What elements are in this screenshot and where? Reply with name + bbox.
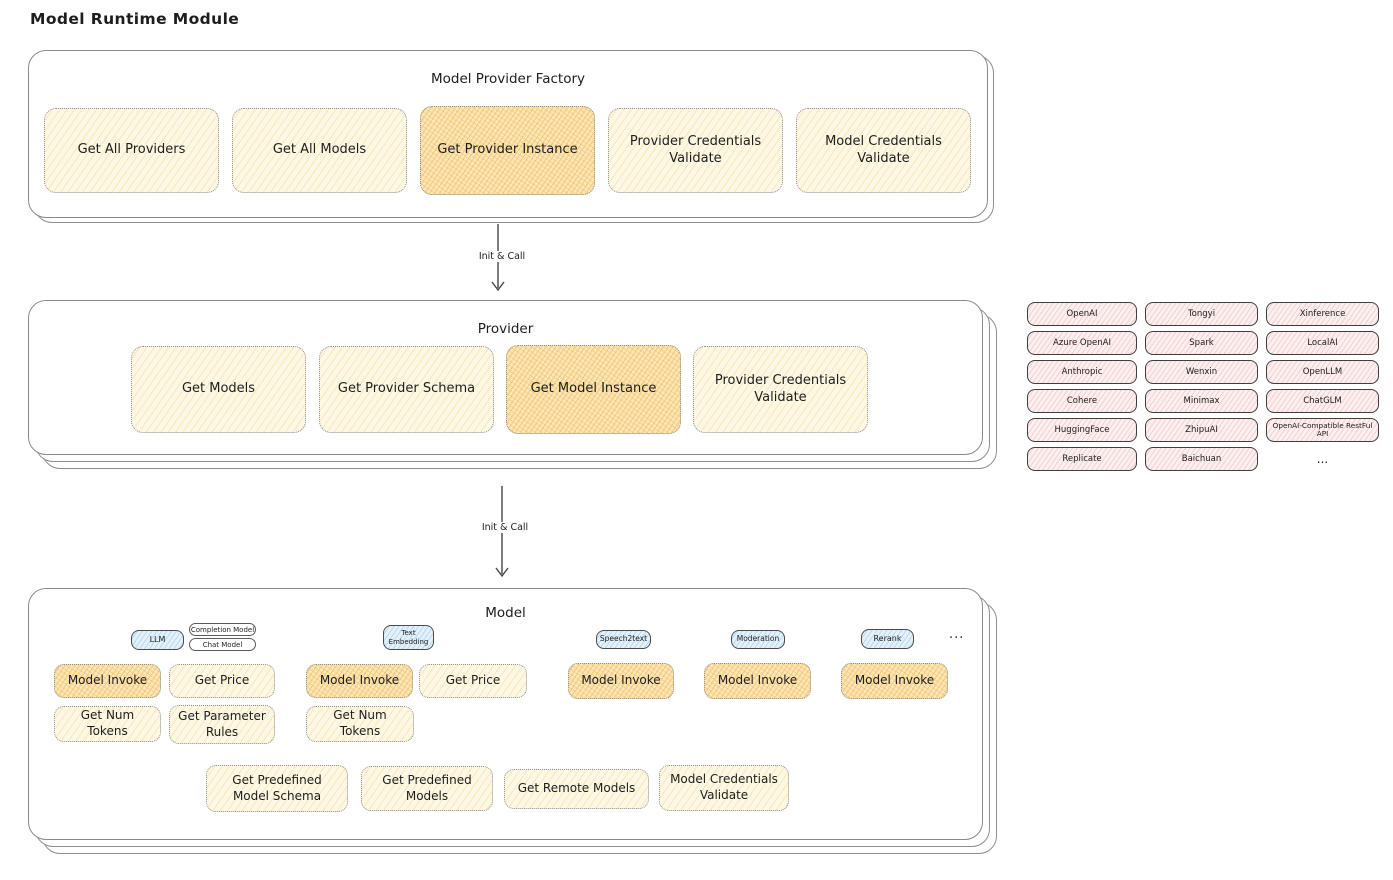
provider-pill-anthropic: Anthropic xyxy=(1027,360,1137,384)
model-model-credentials-validate-box: Model Credentials Validate xyxy=(659,765,789,811)
provider-pill-chatglm: ChatGLM xyxy=(1266,389,1379,413)
factory-provider-credentials-validate-box: Provider Credentials Validate xyxy=(608,108,783,193)
moderation-model-invoke-box: Model Invoke xyxy=(704,663,811,699)
factory-get-all-models-box: Get All Models xyxy=(232,108,407,193)
tab-llm: LLM xyxy=(131,630,184,650)
llm-model-invoke-box: Model Invoke xyxy=(54,664,161,698)
model-panel-title: Model xyxy=(485,605,526,621)
rerank-model-invoke-box: Model Invoke xyxy=(841,663,948,699)
tab-rerank: Rerank xyxy=(861,629,914,649)
tab-chat-model: Chat Model xyxy=(189,638,256,651)
arrow1-label: Init & Call xyxy=(469,251,535,262)
provider-list-more-ellipsis: ... xyxy=(1316,452,1329,466)
provider-get-models-box: Get Models xyxy=(131,346,306,433)
model-tabs-more-ellipsis: ... xyxy=(949,627,965,642)
provider-pill-xinference: Xinference xyxy=(1266,302,1379,326)
provider-pill-tongyi: Tongyi xyxy=(1145,302,1258,326)
arrow-provider-to-model xyxy=(495,486,509,578)
provider-pill-openllm: OpenLLM xyxy=(1266,360,1379,384)
llm-get-price-box: Get Price xyxy=(169,664,275,698)
llm-get-parameter-rules-box: Get Parameter Rules xyxy=(169,705,275,744)
provider-pill-azure-openai: Azure OpenAI xyxy=(1027,331,1137,355)
provider-pill-huggingface: HuggingFace xyxy=(1027,418,1137,442)
provider-list-grid: OpenAI Tongyi Xinference Azure OpenAI Sp… xyxy=(1027,302,1379,471)
provider-panel-title: Provider xyxy=(477,321,534,337)
provider-pill-openai-compatible-restful-api: OpenAI-Compatible RestFul API xyxy=(1266,418,1379,442)
text-embedding-get-price-box: Get Price xyxy=(419,664,527,698)
provider-panel: Provider Get Models Get Provider Schema … xyxy=(28,300,983,455)
factory-panel-title: Model Provider Factory xyxy=(430,71,585,87)
provider-get-provider-schema-box: Get Provider Schema xyxy=(319,346,494,433)
factory-panel: Model Provider Factory Get All Providers… xyxy=(28,50,988,218)
provider-pill-zhipuai: ZhipuAI xyxy=(1145,418,1258,442)
factory-model-credentials-validate-box: Model Credentials Validate xyxy=(796,108,971,193)
provider-pill-spark: Spark xyxy=(1145,331,1258,355)
model-get-predefined-model-schema-box: Get Predefined Model Schema xyxy=(206,765,348,812)
tab-text-embedding: Text Embedding xyxy=(383,625,434,650)
speech2text-model-invoke-box: Model Invoke xyxy=(568,663,674,699)
text-embedding-get-num-tokens-box: Get Num Tokens xyxy=(306,706,414,742)
provider-pill-openai: OpenAI xyxy=(1027,302,1137,326)
llm-get-num-tokens-box: Get Num Tokens xyxy=(54,706,161,742)
provider-pill-replicate: Replicate xyxy=(1027,447,1137,471)
arrow2-label: Init & Call xyxy=(472,522,538,533)
tab-speech2text: Speech2text xyxy=(596,630,651,649)
provider-provider-credentials-validate-box: Provider Credentials Validate xyxy=(693,346,868,433)
tab-moderation: Moderation xyxy=(731,630,785,649)
text-embedding-model-invoke-box: Model Invoke xyxy=(306,664,413,698)
tab-completion-model: Completion Model xyxy=(189,623,256,636)
model-get-predefined-models-box: Get Predefined Models xyxy=(361,766,493,811)
provider-pill-localai: LocalAI xyxy=(1266,331,1379,355)
provider-pill-wenxin: Wenxin xyxy=(1145,360,1258,384)
factory-get-all-providers-box: Get All Providers xyxy=(44,108,219,193)
provider-pill-minimax: Minimax xyxy=(1145,389,1258,413)
provider-pill-cohere: Cohere xyxy=(1027,389,1137,413)
model-get-remote-models-box: Get Remote Models xyxy=(504,769,649,809)
model-panel: Model LLM Completion Model Chat Model Te… xyxy=(28,588,983,840)
provider-pill-baichuan: Baichuan xyxy=(1145,447,1258,471)
factory-get-provider-instance-box: Get Provider Instance xyxy=(420,106,595,195)
page-title: Model Runtime Module xyxy=(30,10,240,28)
provider-get-model-instance-box: Get Model Instance xyxy=(506,345,681,434)
